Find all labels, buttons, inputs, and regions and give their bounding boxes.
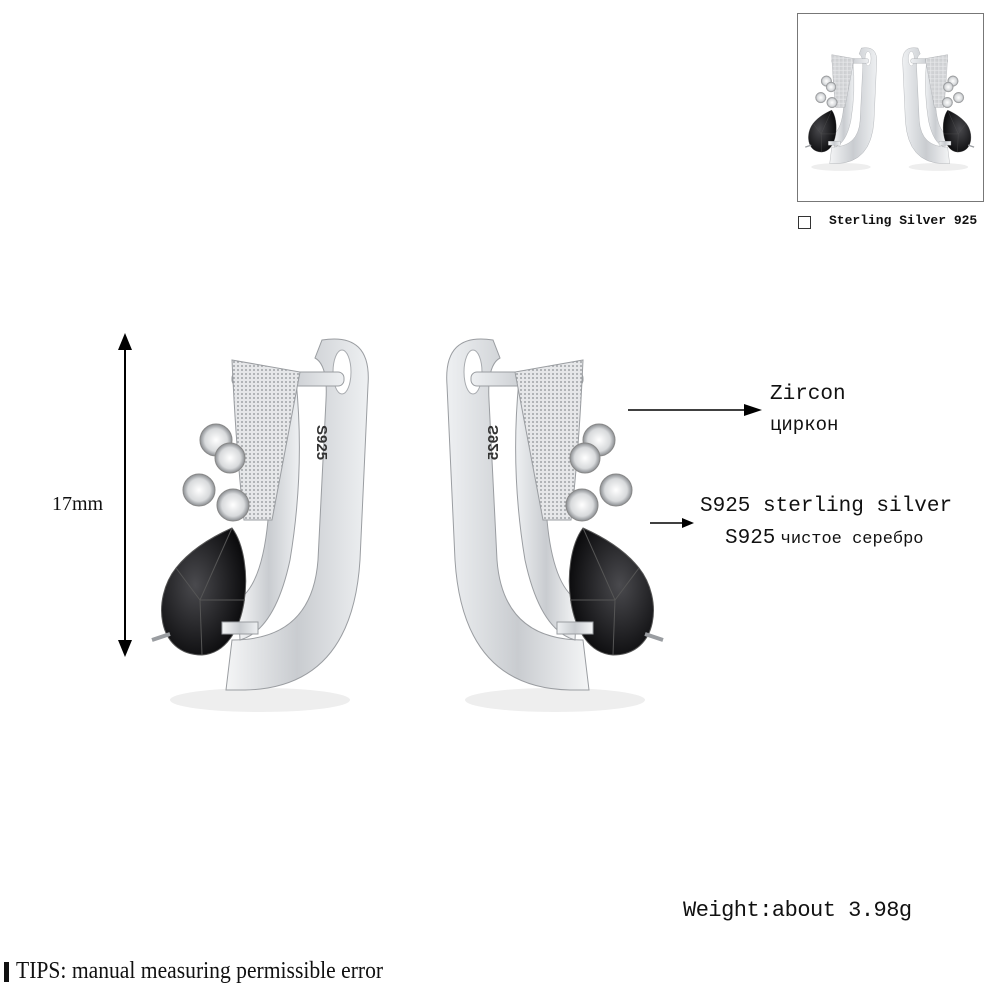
s925-stamp-left: S925 (313, 425, 330, 460)
height-label: 17mm (52, 493, 104, 515)
zircon-arrow (628, 404, 762, 416)
left-earring (150, 336, 371, 714)
weight-label: Weight:about 3.98g (683, 898, 912, 923)
silver-label-en: S925 sterling silver (700, 495, 953, 518)
option-label: Sterling Silver 925 (829, 213, 978, 228)
silver-label-ru: чистое серебро (780, 530, 924, 549)
silver-arrow (650, 518, 694, 528)
thumbnail-option-image[interactable] (797, 13, 984, 202)
zircon-label-ru: циркон (770, 414, 839, 436)
silver-label-ru-prefix: S925 (725, 527, 776, 550)
right-earring (444, 336, 665, 714)
s925-stamp-right: S925 (485, 425, 502, 460)
option-checkbox[interactable] (798, 216, 811, 229)
tips-text: TIPS: manual measuring permissible error (16, 958, 384, 984)
dimension-arrow (118, 333, 132, 657)
zircon-label-en: Zircon (770, 383, 846, 406)
tips-bar-icon (4, 961, 9, 982)
